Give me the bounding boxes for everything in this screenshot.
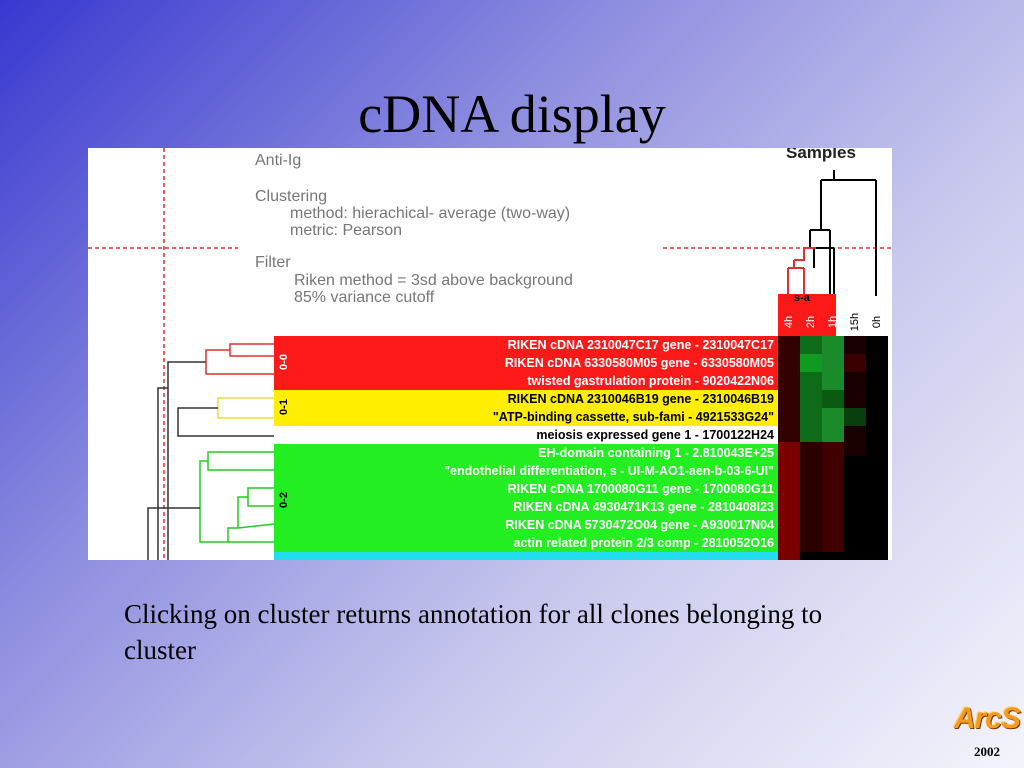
cluster-bar-next[interactable]	[274, 552, 778, 560]
gene-row[interactable]: meiosis expressed gene 1 - 1700122H24	[536, 428, 774, 442]
cluster-bar-0-2[interactable]	[274, 444, 778, 552]
gene-dendrogram-yellow	[217, 397, 274, 419]
clustering-metric: metric: Pearson	[290, 222, 403, 239]
sample-dendrogram	[809, 170, 877, 296]
gene-row[interactable]: twisted gastrulation protein - 9020422N0…	[527, 374, 774, 388]
filter-heading: Filter	[255, 254, 291, 271]
gene-row[interactable]: RIKEN cDNA 6330580M05 gene - 6330580M05	[504, 356, 774, 370]
gene-dendrogram-root	[147, 361, 274, 560]
sample-dendrogram-red	[787, 247, 816, 296]
arcs-logo: ArcS	[952, 700, 1022, 740]
gene-dendrogram-green	[199, 451, 275, 543]
sample-label-2h: 2h	[805, 315, 817, 329]
filter-method: Riken method = 3sd above background	[294, 272, 573, 289]
cluster-display-panel: Anti-Ig Clustering method: hierachical- …	[88, 148, 892, 560]
gene-row[interactable]: RIKEN cDNA 4930471K13 gene - 2810408I23	[513, 500, 774, 514]
sample-label-15h: 15h	[849, 312, 861, 332]
sample-label-0h: 0h	[871, 315, 883, 329]
gene-row[interactable]: "endothelial differentiation, s - UI-M-A…	[444, 464, 774, 478]
dendrogram-graphics	[88, 148, 892, 560]
gene-row[interactable]: RIKEN cDNA 2310047C17 gene - 2310047C17	[507, 338, 774, 352]
sample-cluster-box[interactable]	[778, 294, 836, 336]
sample-cluster-tag: s-a	[794, 292, 810, 304]
cluster-bar-0-1[interactable]	[274, 390, 778, 426]
cluster-bar-0-0[interactable]	[274, 336, 778, 390]
samples-label: Samples	[786, 148, 856, 162]
gene-row[interactable]: RIKEN cDNA 2310046B19 gene - 2310046B19	[507, 392, 774, 406]
expression-heatmap	[778, 336, 888, 560]
clustering-method: method: hierachical- average (two-way)	[290, 205, 571, 222]
gene-row[interactable]: "ATP-binding cassette, sub-fami - 492153…	[492, 410, 774, 424]
gene-row[interactable]: EH-domain containing 1 - 2.810043E+25	[538, 446, 774, 460]
slide-caption: Clicking on cluster returns annotation f…	[124, 599, 823, 665]
gene-row[interactable]: actin related protein 2/3 comp - 2810052…	[513, 536, 774, 550]
clustering-heading: Clustering	[255, 188, 328, 205]
year-label: 2002	[974, 744, 1000, 759]
slide-title: cDNA display	[358, 84, 666, 144]
anti-ig-label: Anti-Ig	[255, 152, 302, 169]
sample-label-1h: 1h	[827, 315, 839, 329]
gene-row[interactable]: RIKEN cDNA 5730472O04 gene - A930017N04	[505, 518, 774, 532]
logo-text: ArcS	[953, 702, 1021, 735]
gene-row[interactable]: RIKEN cDNA 1700080G11 gene - 1700080G11	[507, 482, 774, 496]
sample-label-4h: 4h	[783, 315, 795, 329]
filter-cutoff: 85% variance cutoff	[294, 289, 435, 306]
gene-dendrogram-red	[205, 343, 274, 375]
